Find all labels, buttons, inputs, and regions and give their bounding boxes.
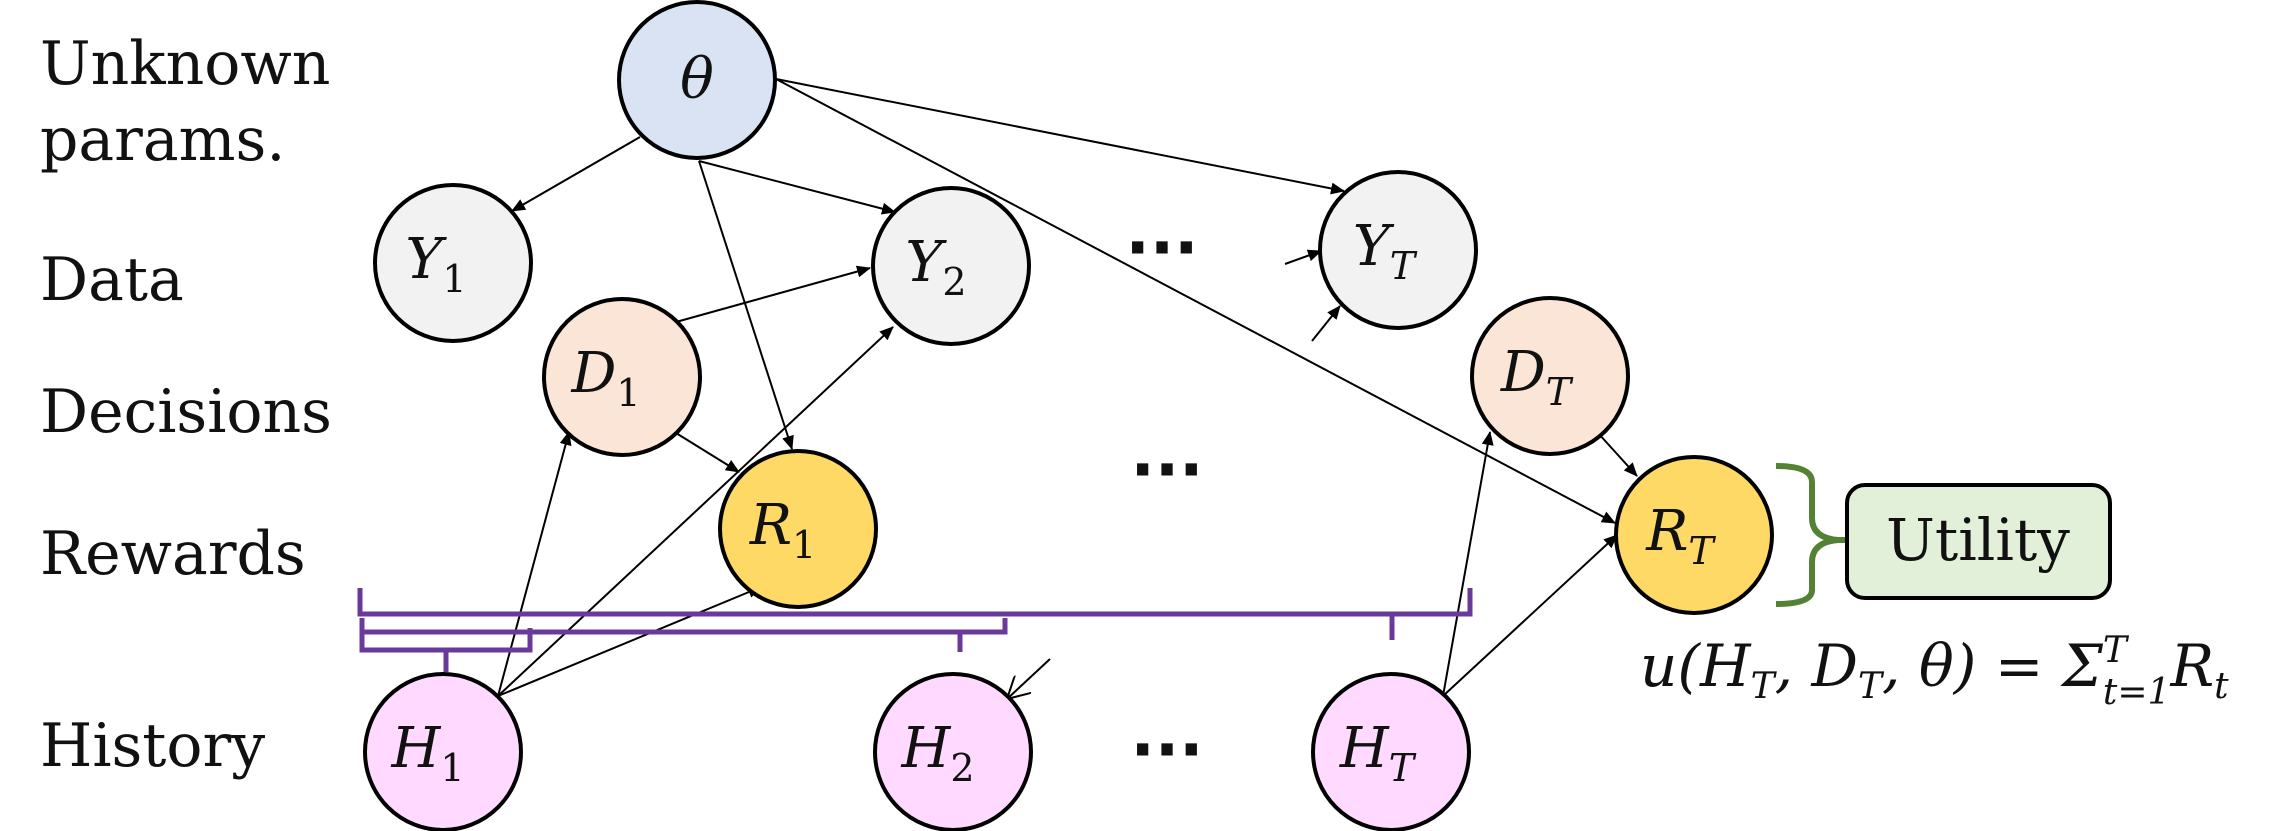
edge-dt-rt <box>1597 432 1638 477</box>
d1-label: D1 <box>570 341 640 415</box>
yt-main: Y <box>1353 214 1395 279</box>
formula-rhs: R <box>2169 632 2214 700</box>
row-label-decisions: Decisions <box>40 377 332 447</box>
ht-circle <box>1311 672 1471 831</box>
y2-label: Y2 <box>905 230 966 304</box>
brace-ht <box>357 588 1473 640</box>
formula-lhs: u(H <box>1640 632 1752 700</box>
yt-sub: T <box>1390 244 1418 288</box>
node-theta: θ <box>617 0 777 160</box>
y2-sub: 2 <box>942 260 966 304</box>
rt-sub: T <box>1688 529 1716 573</box>
node-h1: H1 <box>363 672 523 831</box>
edge-theta-rt <box>775 78 1616 524</box>
utility-label: Utility <box>1886 506 2070 574</box>
theta-circle <box>617 0 777 160</box>
edges <box>497 78 1638 699</box>
formula-rhs-sub: t <box>2214 666 2229 707</box>
edge-theta-y2 <box>698 160 896 215</box>
node-rt: RT <box>1614 455 1774 615</box>
h1-main: H <box>390 716 441 781</box>
utility-brace <box>1775 463 1839 607</box>
h2-circle <box>873 672 1033 831</box>
edge-d1-r1 <box>675 432 740 473</box>
edge-d1-y2 <box>675 265 871 323</box>
r1-main: R <box>749 493 792 558</box>
yt-circle <box>1318 170 1478 330</box>
node-ht: HT <box>1311 672 1471 831</box>
edge-h2-incoming <box>1007 658 1051 699</box>
edge-theta-r1 <box>698 160 794 450</box>
edge-h1-r1 <box>497 586 762 697</box>
ht-sub: T <box>1389 746 1417 790</box>
formula-sub-d: T <box>1858 666 1885 707</box>
edge-theta-yt <box>775 78 1345 195</box>
y1-label: Y1 <box>405 227 466 301</box>
rt-main: R <box>1645 499 1688 564</box>
h1-label: H1 <box>390 716 464 790</box>
node-yt: YT <box>1318 170 1478 330</box>
ellipsis-history-row: ··· <box>1131 714 1204 788</box>
dt-circle <box>1470 296 1630 456</box>
h2-label: H2 <box>900 716 974 790</box>
history-braces <box>357 588 1473 672</box>
edge-ht-dt <box>1442 431 1494 697</box>
r1-label: R1 <box>749 493 816 567</box>
theta-label: θ <box>680 47 714 112</box>
formula-mid2: , θ) = Σ <box>1882 632 2104 700</box>
dt-sub: T <box>1546 370 1574 414</box>
h2-sub: 2 <box>950 746 974 790</box>
d1-sub: 1 <box>616 371 640 415</box>
y1-circle <box>373 183 533 343</box>
row-label-unknown-line1: Unknown <box>40 29 330 99</box>
y1-main: Y <box>405 227 447 292</box>
node-y1: Y1 <box>373 183 533 343</box>
y2-main: Y <box>905 230 947 295</box>
dt-label: DT <box>1500 340 1574 414</box>
formula-mid1: , D <box>1775 632 1858 700</box>
node-r1: R1 <box>718 449 878 609</box>
ht-main: H <box>1339 716 1390 781</box>
utility-box <box>1845 483 2112 600</box>
d1-circle <box>542 297 702 457</box>
h1-circle <box>363 672 523 831</box>
rt-circle <box>1614 455 1774 615</box>
edge-ht-rt <box>1442 534 1618 697</box>
d1-main: D <box>570 341 616 406</box>
row-label-data: Data <box>40 245 184 315</box>
node-h2: H2 <box>873 672 1033 831</box>
edge-into-yt-left <box>1284 249 1322 265</box>
node-dt: DT <box>1470 296 1630 456</box>
node-y2: Y2 <box>871 186 1031 346</box>
r1-circle <box>718 449 878 609</box>
brace-h2 <box>359 618 1008 652</box>
formula-sum-sup: T <box>2103 630 2130 671</box>
ellipsis-data-row: ··· <box>1126 212 1199 286</box>
brace-h1 <box>359 628 533 672</box>
edge-h1-d1 <box>497 431 572 697</box>
dt-main: D <box>1500 340 1546 405</box>
edge-theta-y1 <box>511 136 641 212</box>
ht-label: HT <box>1339 716 1417 790</box>
h1-sub: 1 <box>440 746 464 790</box>
row-label-rewards: Rewards <box>40 519 306 589</box>
row-label-history: History <box>40 711 265 781</box>
y1-sub: 1 <box>442 257 466 301</box>
formula-sub-h: T <box>1751 666 1778 707</box>
row-label-unknown-line2: params. <box>40 105 285 175</box>
edge-into-yt-lower <box>1311 305 1341 342</box>
rt-label: RT <box>1645 499 1716 573</box>
yt-label: YT <box>1353 214 1418 288</box>
node-d1: D1 <box>542 297 702 457</box>
ellipsis-rewards-row: ··· <box>1131 434 1204 508</box>
y2-circle <box>871 186 1031 346</box>
h2-main: H <box>900 716 951 781</box>
r1-sub: 1 <box>792 523 816 567</box>
formula-sum-sub: t=1 <box>2103 672 2171 713</box>
